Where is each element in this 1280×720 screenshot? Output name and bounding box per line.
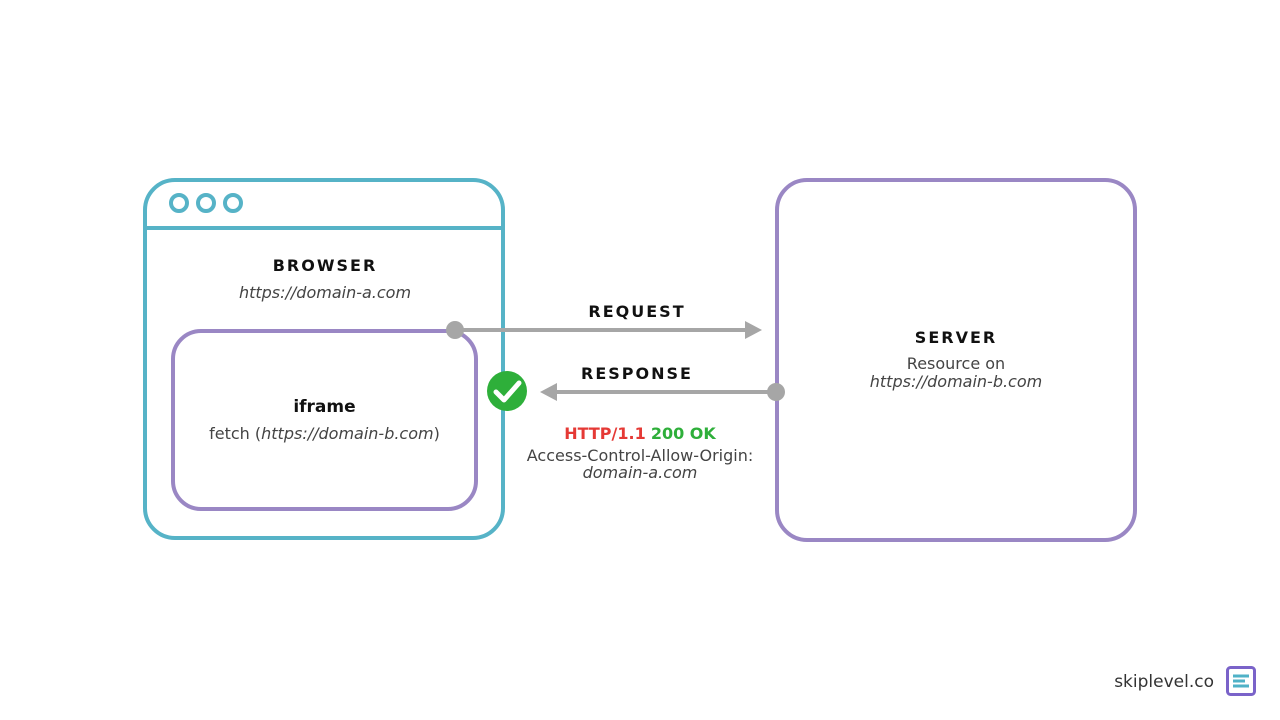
fetch-suffix: ) <box>433 424 440 443</box>
http-status-line: HTTP/1.1 200 OK <box>500 424 780 443</box>
server-box <box>775 178 1137 542</box>
cors-header-value: domain-a.com <box>582 463 698 482</box>
browser-title-bar-divider <box>143 226 505 230</box>
server-url: https://domain-b.com <box>869 372 1043 391</box>
response-arrow <box>540 383 785 401</box>
brand-name: skiplevel.co <box>1114 672 1214 692</box>
iframe-title: iframe <box>293 397 356 417</box>
cors-header-name: Access-Control-Allow-Origin: <box>526 446 754 465</box>
server-resource-label: Resource on <box>906 354 1006 373</box>
browser-url: https://domain-a.com <box>238 283 412 302</box>
window-dot-icon <box>169 193 189 213</box>
window-dot-icon <box>223 193 243 213</box>
http-status-code: 200 OK <box>650 424 716 443</box>
request-arrow <box>446 321 762 339</box>
iframe-box <box>171 329 478 511</box>
iframe-fetch-call: fetch (https://domain-b.com) <box>171 424 478 443</box>
http-protocol: HTTP/1.1 <box>564 424 646 443</box>
request-label: REQUEST <box>588 302 686 321</box>
fetch-url: https://domain-b.com <box>261 424 434 443</box>
skiplevel-logo-icon <box>1226 666 1256 696</box>
browser-title: BROWSER <box>272 256 378 275</box>
response-label: RESPONSE <box>581 364 693 383</box>
fetch-prefix: fetch ( <box>209 424 262 443</box>
browser-window <box>143 178 505 540</box>
window-dot-icon <box>196 193 216 213</box>
server-title: SERVER <box>914 328 998 347</box>
check-circle-icon <box>487 371 527 411</box>
